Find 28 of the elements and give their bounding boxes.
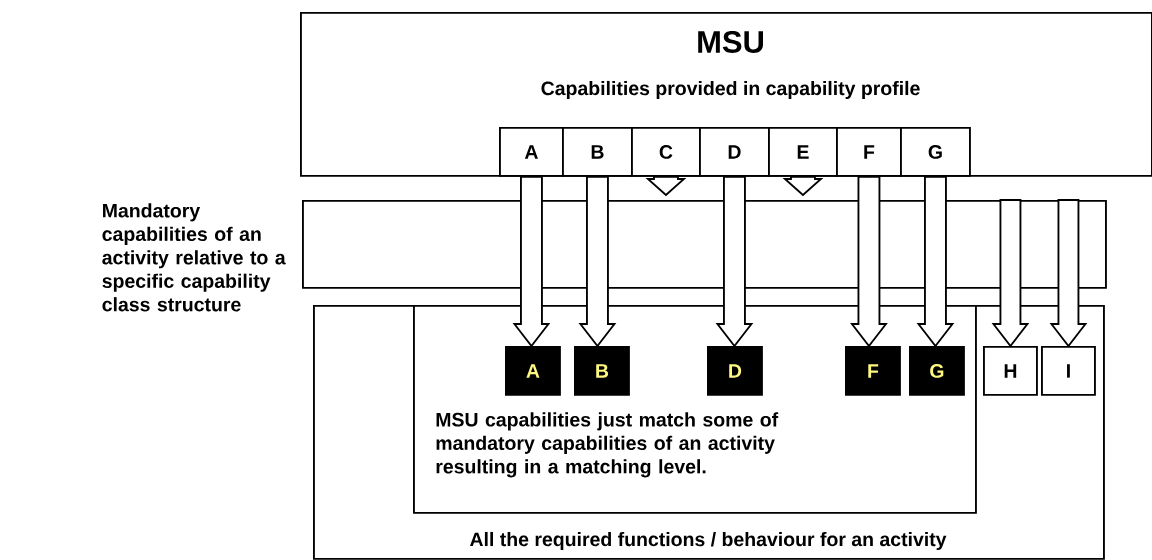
block-arrow <box>916 175 955 348</box>
capability-tab: A <box>499 127 564 177</box>
capability-tab: E <box>768 127 838 177</box>
capability-tab: F <box>836 127 902 177</box>
unmatched-capability-box: H <box>983 346 1038 396</box>
block-arrow <box>782 175 824 197</box>
capability-tab: C <box>631 127 701 177</box>
box-caption: All the required functions / behaviour for an activity <box>470 531 947 551</box>
matched-capability-box: B <box>574 346 630 396</box>
block-arrow <box>578 175 617 348</box>
capability-tab: B <box>562 127 633 177</box>
heading: MSU <box>698 31 763 53</box>
matched-capability-box: A <box>505 346 561 396</box>
block-arrow <box>645 175 687 197</box>
matched-capability-box: F <box>845 346 901 396</box>
unmatched-capability-box: I <box>1041 346 1096 396</box>
box-text: MSU capabilities just match some of mandatory capabilities of an activity resulting in a matching level. <box>436 412 779 478</box>
block-arrow <box>715 175 754 348</box>
subtitle: Capabilities provided in capability profile <box>541 80 920 100</box>
block-arrow <box>991 199 1030 348</box>
block-arrow <box>512 175 551 348</box>
block-arrow <box>850 175 888 348</box>
block-arrow <box>1049 199 1088 348</box>
matched-capability-box: D <box>707 346 763 396</box>
capability-tab: D <box>699 127 770 177</box>
side-label: Mandatory capabilities of an activity relative to a specific capability class structure <box>102 203 286 312</box>
capability-tab: G <box>900 127 971 177</box>
matched-capability-box: G <box>909 346 965 396</box>
